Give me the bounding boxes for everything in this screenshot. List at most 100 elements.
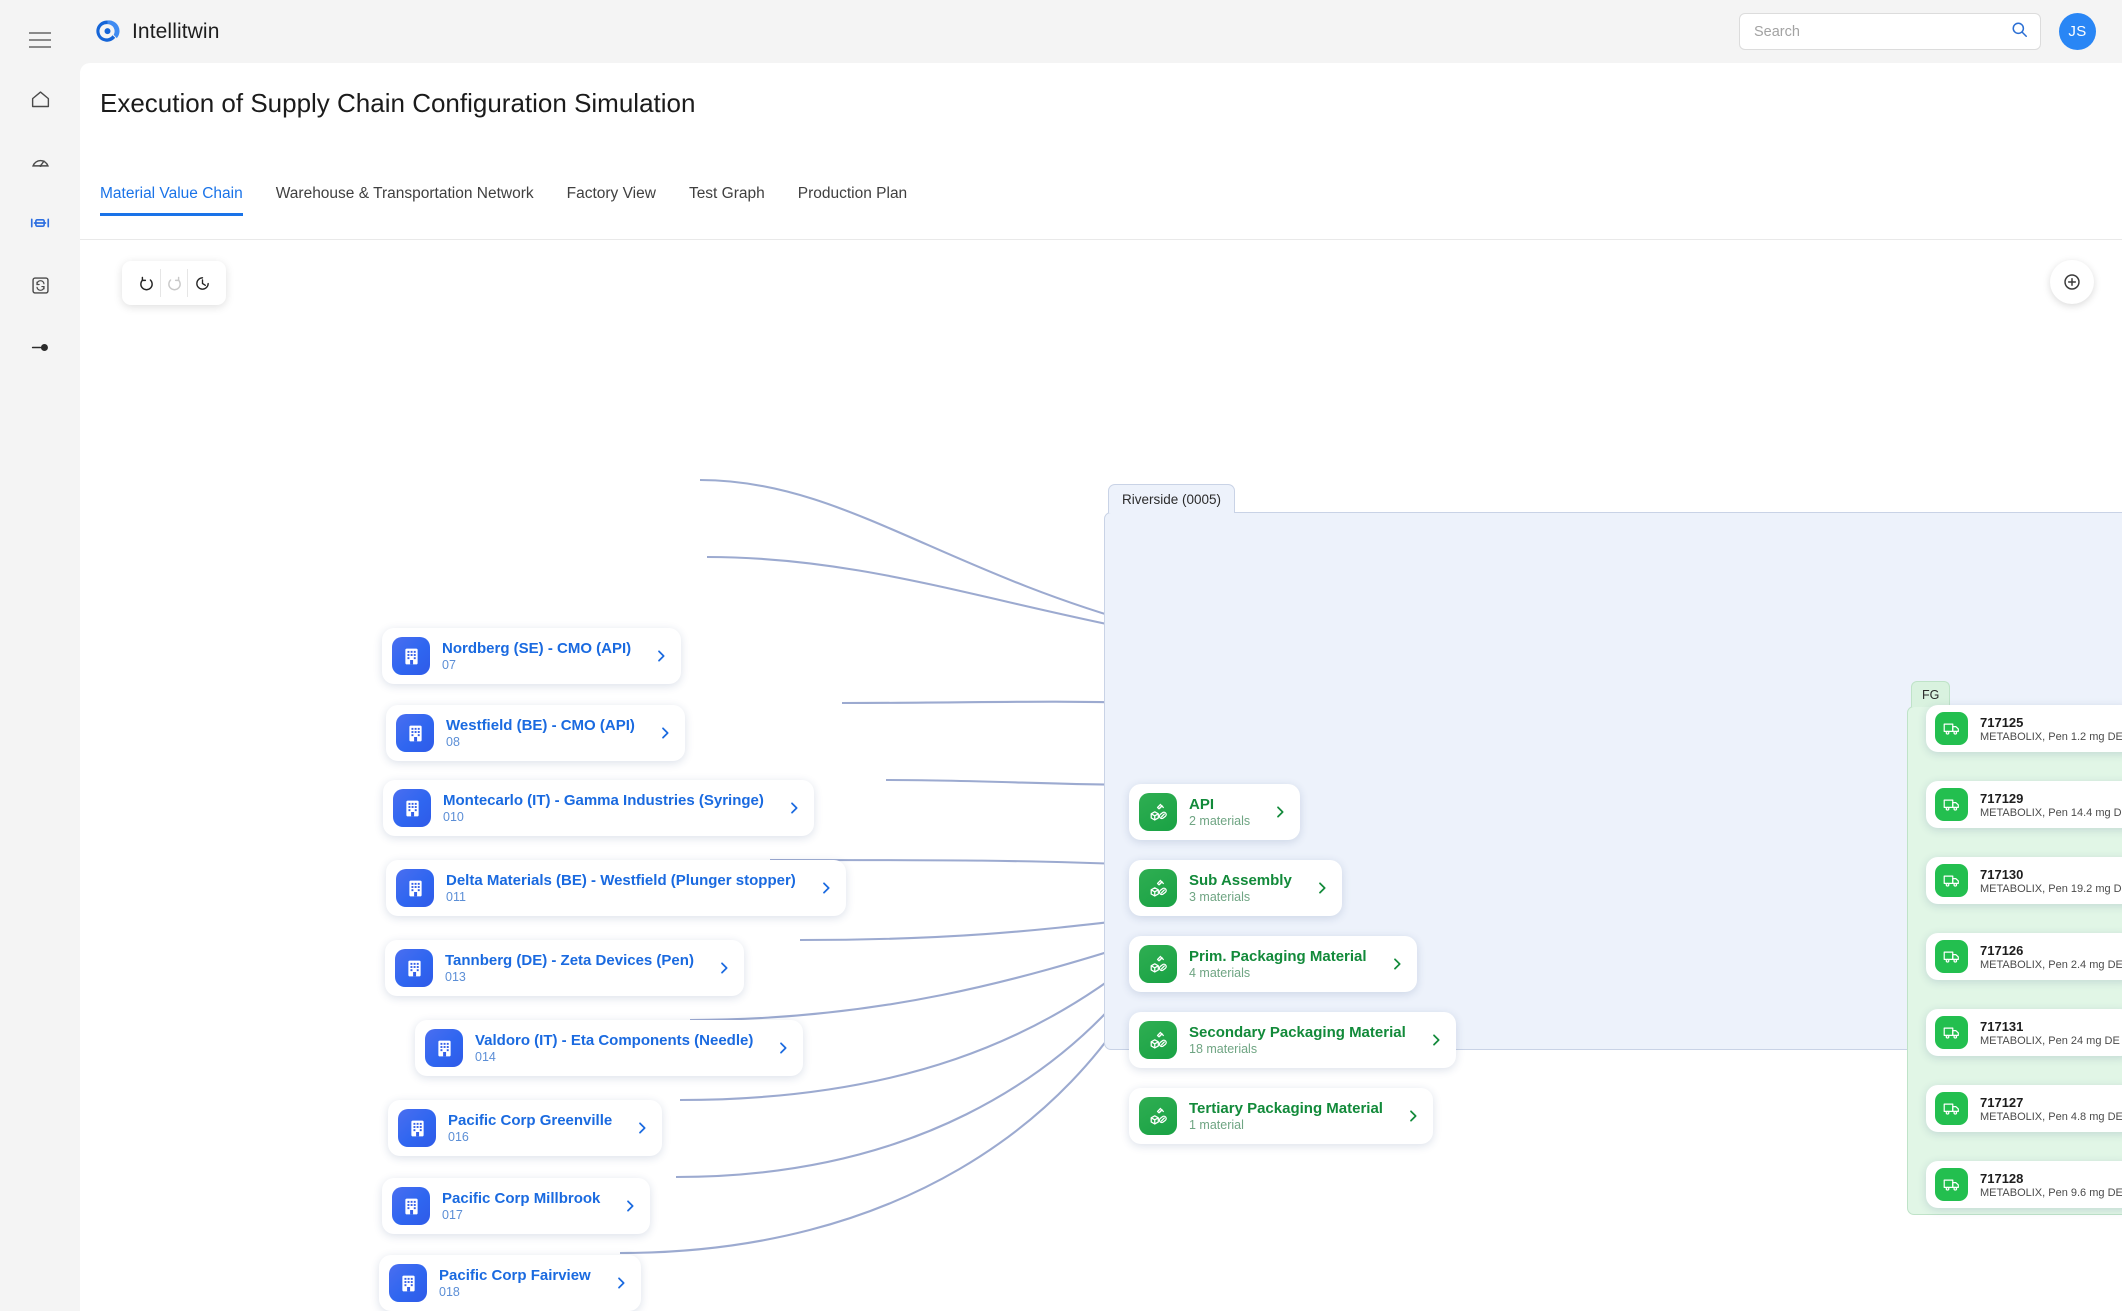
material-group-name: Secondary Packaging Material — [1189, 1024, 1406, 1041]
chevron-right-icon[interactable] — [1389, 956, 1405, 972]
tab-factory-view[interactable]: Factory View — [566, 185, 656, 202]
hamburger-menu-icon[interactable] — [20, 20, 60, 60]
undo-icon[interactable] — [132, 269, 160, 297]
building-icon — [425, 1029, 463, 1067]
search-icon[interactable] — [2010, 20, 2029, 44]
search-box[interactable] — [1739, 13, 2041, 50]
supplier-node[interactable]: Pacific Corp Millbrook 017 — [382, 1178, 651, 1234]
supplier-code: 014 — [475, 1050, 496, 1064]
home-icon — [30, 89, 51, 110]
supplier-node[interactable]: Montecarlo (IT) - Gamma Industries (Syri… — [383, 780, 814, 836]
supplier-node[interactable]: Pacific Corp Greenville 016 — [388, 1100, 663, 1156]
finished-good-node[interactable]: 717131 METABOLIX, Pen 24 mg DE — [1926, 1009, 2122, 1056]
supplier-name: Westfield (BE) - CMO (API) — [446, 717, 635, 734]
supplier-node[interactable]: Nordberg (SE) - CMO (API) 07 — [382, 628, 682, 684]
supplier-code: 010 — [443, 810, 464, 824]
top-bar: Intellitwin JS — [80, 0, 2122, 63]
material-group-name: Sub Assembly — [1189, 872, 1292, 889]
chevron-right-icon[interactable] — [786, 800, 802, 816]
building-icon — [392, 1187, 430, 1225]
chevron-right-icon[interactable] — [622, 1198, 638, 1214]
supplier-node[interactable]: Westfield (BE) - CMO (API) 08 — [386, 705, 685, 761]
material-group-count: 3 materials — [1189, 890, 1251, 904]
chevron-right-icon[interactable] — [613, 1275, 629, 1291]
material-group-node[interactable]: Tertiary Packaging Material 1 material — [1129, 1088, 1433, 1144]
material-group-count: 1 material — [1189, 1118, 1244, 1132]
material-group-node[interactable]: Prim. Packaging Material 4 materials — [1129, 936, 1417, 992]
search-input[interactable] — [1754, 23, 2010, 40]
material-group-node[interactable]: Secondary Packaging Material 18 material… — [1129, 1012, 1456, 1068]
plant-group-label: Riverside (0005) — [1108, 484, 1236, 513]
graph-canvas[interactable]: Riverside (0005) FG Nordberg (SE) - CMO … — [80, 240, 2122, 1311]
sidebar-item-home[interactable] — [17, 76, 63, 122]
tab-divider — [80, 239, 2122, 240]
finished-good-code: 717131 — [1980, 1018, 2024, 1034]
sidebar-item-dashboard[interactable] — [17, 138, 63, 184]
supplier-name: Nordberg (SE) - CMO (API) — [442, 640, 632, 657]
supplier-name: Pacific Corp Millbrook — [442, 1190, 601, 1207]
chevron-right-icon[interactable] — [716, 960, 732, 976]
finished-good-code: 717130 — [1980, 866, 2024, 882]
finished-good-node[interactable]: 717128 METABOLIX, Pen 9.6 mg DE — [1926, 1161, 2122, 1208]
zoom-in-icon[interactable] — [2050, 260, 2094, 304]
building-icon — [396, 714, 434, 752]
sidebar-item-value-chain[interactable] — [17, 200, 63, 246]
material-group-count: 18 materials — [1189, 1042, 1258, 1056]
avatar[interactable]: JS — [2059, 13, 2096, 50]
pharma-materials-icon — [1139, 793, 1177, 831]
finished-good-code: 717128 — [1980, 1170, 2024, 1186]
chevron-right-icon[interactable] — [653, 648, 669, 664]
sidebar-item-connections[interactable] — [17, 324, 63, 370]
tab-production-plan[interactable]: Production Plan — [797, 185, 908, 202]
chevron-right-icon[interactable] — [818, 880, 834, 896]
finished-good-node[interactable]: 717125 METABOLIX, Pen 1.2 mg DE — [1926, 705, 2122, 752]
finished-good-node[interactable]: 717126 METABOLIX, Pen 2.4 mg DE — [1926, 933, 2122, 980]
sidebar-item-simulations[interactable] — [17, 262, 63, 308]
finished-good-node[interactable]: 717130 METABOLIX, Pen 19.2 mg DE — [1926, 857, 2122, 904]
brand[interactable]: Intellitwin — [94, 18, 219, 45]
supplier-name: Tannberg (DE) - Zeta Devices (Pen) — [445, 952, 694, 969]
pharma-materials-icon — [1139, 1097, 1177, 1135]
finished-good-desc: METABOLIX, Pen 19.2 mg DE — [1980, 882, 2122, 895]
page-title: Execution of Supply Chain Configuration … — [100, 88, 696, 118]
chevron-right-icon[interactable] — [1428, 1032, 1444, 1048]
value-chain-icon — [29, 212, 51, 234]
chevron-right-icon[interactable] — [1272, 804, 1288, 820]
finished-good-desc: METABOLIX, Pen 14.4 mg DE — [1980, 806, 2122, 819]
supplier-code: 016 — [448, 1130, 469, 1144]
chevron-right-icon[interactable] — [657, 725, 673, 741]
supplier-node[interactable]: Tannberg (DE) - Zeta Devices (Pen) 013 — [385, 940, 744, 996]
tab-material-value-chain[interactable]: Material Value Chain — [100, 185, 262, 216]
supplier-node[interactable]: Valdoro (IT) - Eta Components (Needle) 0… — [415, 1020, 804, 1076]
chevron-right-icon[interactable] — [634, 1120, 650, 1136]
material-group-node[interactable]: Sub Assembly 3 materials — [1129, 860, 1342, 916]
supplier-code: 018 — [439, 1285, 460, 1299]
building-icon — [396, 869, 434, 907]
tab-test-graph[interactable]: Test Graph — [688, 185, 765, 202]
chevron-right-icon[interactable] — [1314, 880, 1330, 896]
building-icon — [389, 1264, 427, 1302]
finished-good-desc: METABOLIX, Pen 4.8 mg DE — [1980, 1110, 2122, 1123]
supplier-node[interactable]: Delta Materials (BE) - Westfield (Plunge… — [386, 860, 846, 916]
page-panel: Execution of Supply Chain Configuration … — [80, 63, 2122, 1311]
history-reset-icon[interactable] — [188, 269, 216, 297]
supplier-code: 013 — [445, 970, 466, 984]
finished-good-code: 717126 — [1980, 942, 2024, 958]
supplier-name: Delta Materials (BE) - Westfield (Plunge… — [446, 872, 796, 889]
supplier-node[interactable]: Pacific Corp Fairview 018 — [379, 1255, 641, 1311]
sync-box-icon — [30, 275, 51, 296]
redo-icon[interactable] — [160, 269, 188, 297]
material-group-count: 2 materials — [1189, 814, 1251, 828]
pharma-materials-icon — [1139, 869, 1177, 907]
material-group-count: 4 materials — [1189, 966, 1251, 980]
finished-good-code: 717127 — [1980, 1094, 2024, 1110]
truck-icon — [1935, 1016, 1968, 1049]
tab-warehouse-transportation-network[interactable]: Warehouse & Transportation Network — [275, 185, 534, 202]
finished-good-node[interactable]: 717127 METABOLIX, Pen 4.8 mg DE — [1926, 1085, 2122, 1132]
chevron-right-icon[interactable] — [1405, 1108, 1421, 1124]
chevron-right-icon[interactable] — [775, 1040, 791, 1056]
icon-rail — [0, 0, 80, 1311]
material-group-node[interactable]: API 2 materials — [1129, 784, 1301, 840]
material-group-name: API — [1189, 796, 1215, 813]
finished-good-node[interactable]: 717129 METABOLIX, Pen 14.4 mg DE — [1926, 781, 2122, 828]
